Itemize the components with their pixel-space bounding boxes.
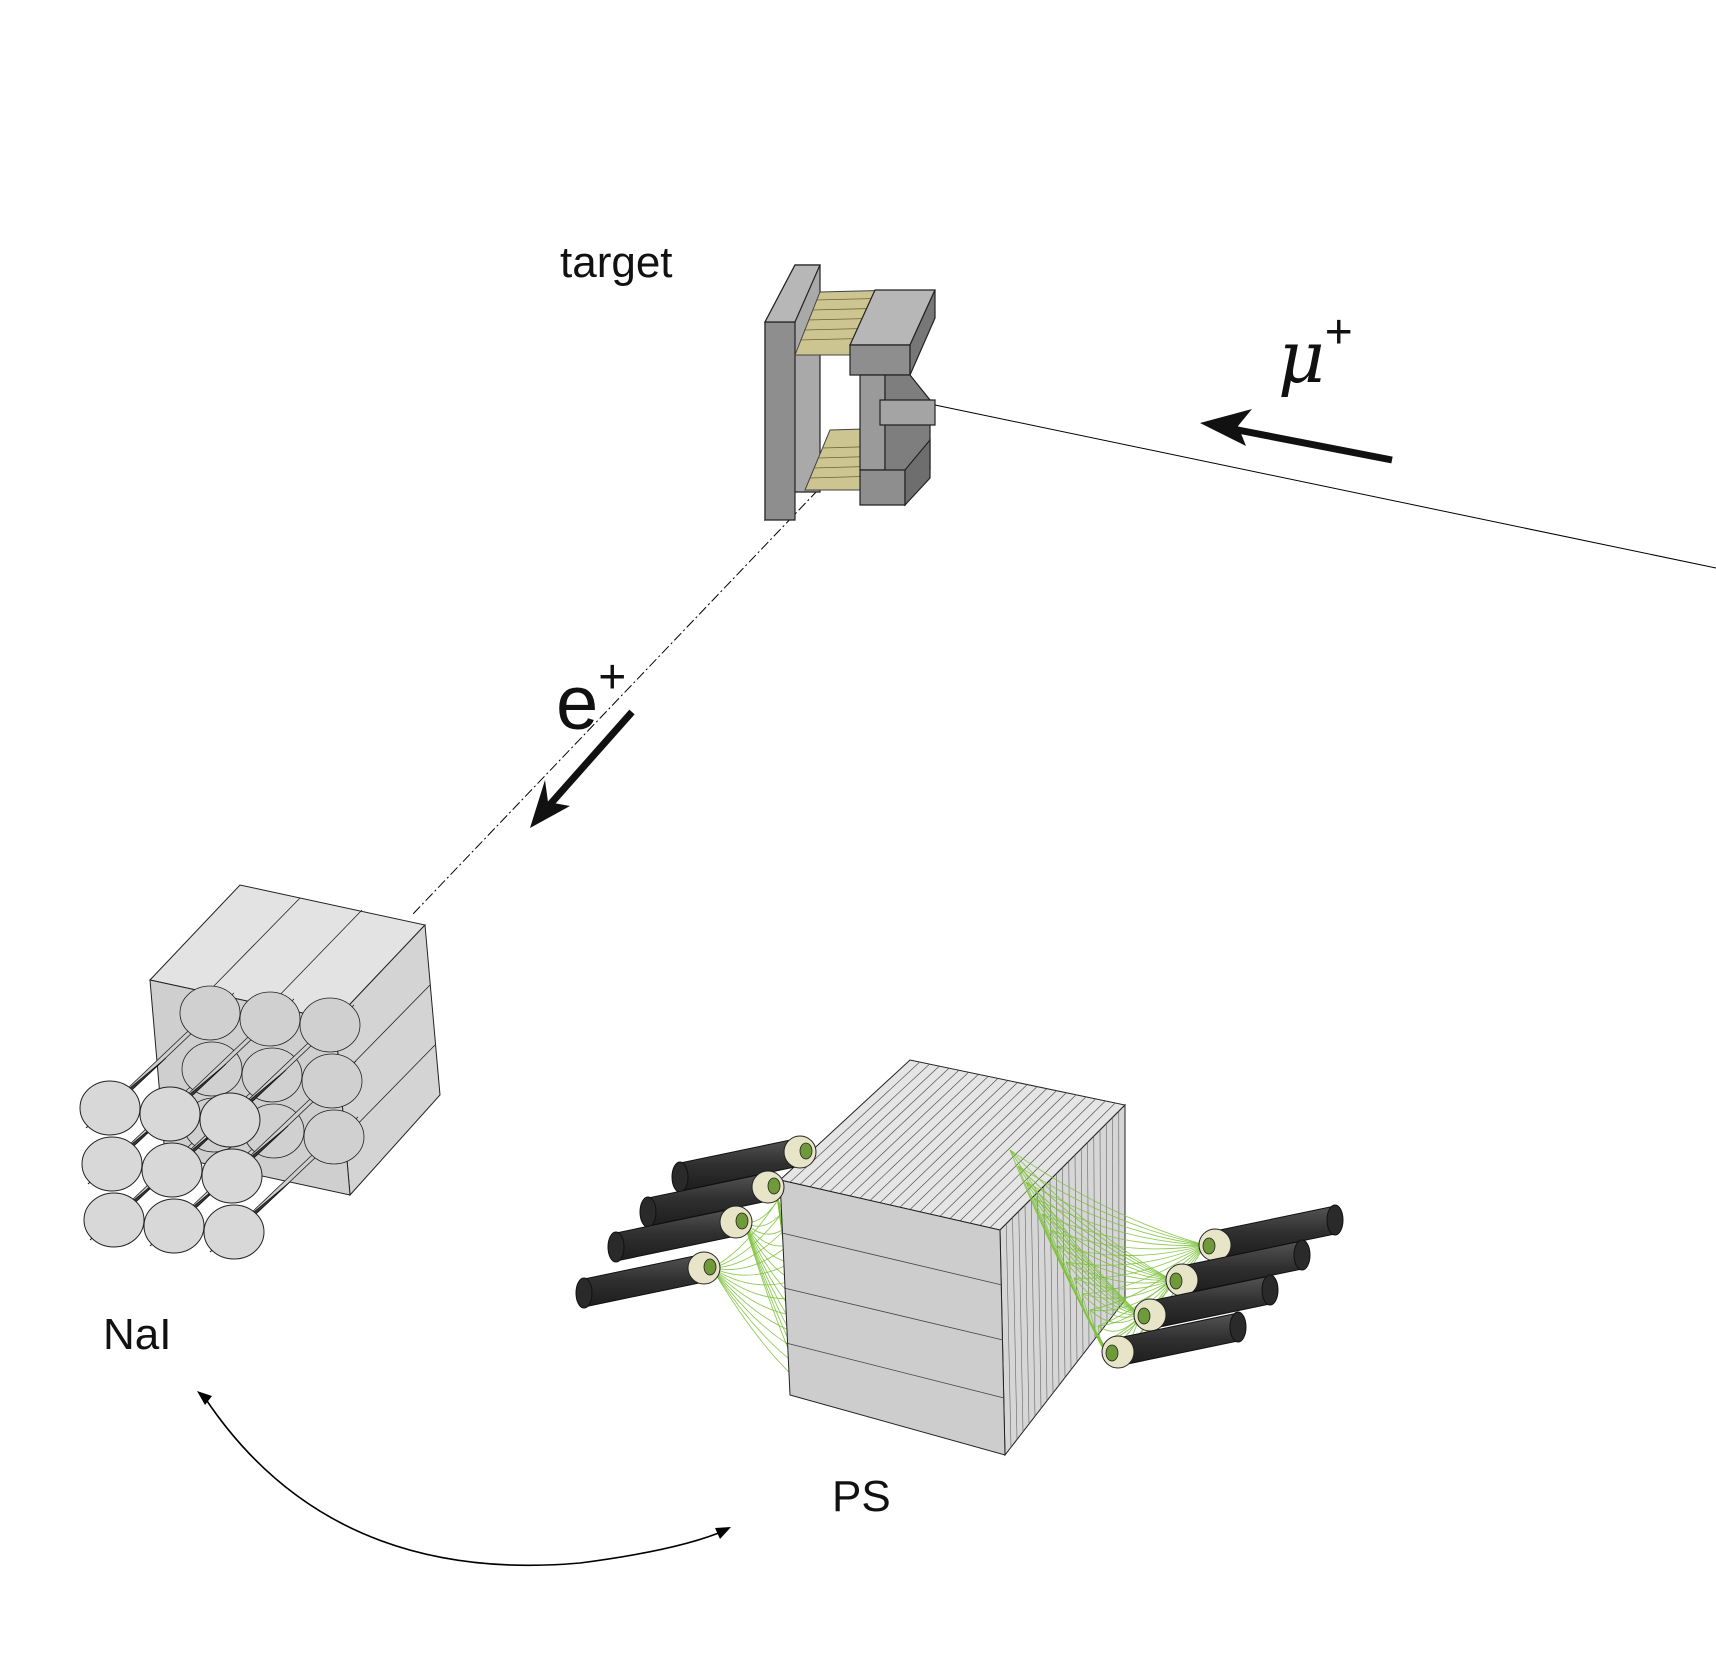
rotation-arrow-icon <box>197 1391 731 1567</box>
nai-crystal-cylinder <box>203 1109 365 1260</box>
nai-detector <box>79 884 441 1260</box>
ps-label: PS <box>832 1472 891 1521</box>
pmt-tube <box>671 1135 817 1193</box>
pmt-tube <box>1165 1239 1311 1297</box>
ps-detector <box>575 1059 1344 1457</box>
pmt-tube <box>1133 1274 1279 1332</box>
pmt-tube <box>1101 1311 1247 1369</box>
nai-crystal-cylinder <box>199 997 361 1148</box>
positron-symbol: e <box>556 661 599 746</box>
nai-label: NaI <box>103 1310 172 1359</box>
muon-charge: + <box>1324 306 1353 359</box>
nai-crystal-cylinder <box>201 1053 363 1204</box>
pmt-tube <box>1198 1204 1344 1262</box>
pmt-tube <box>607 1205 753 1263</box>
positron-label: e+ <box>556 651 626 747</box>
pmt-tube <box>575 1251 721 1309</box>
nai-crystal-cylinder <box>79 985 241 1136</box>
positron-path-line <box>411 489 819 916</box>
muon-symbol: μ <box>1278 315 1325 399</box>
target-label: target <box>560 238 673 287</box>
muon-label: μ+ <box>1278 306 1353 399</box>
muon-beam-arrow-icon <box>1200 409 1393 464</box>
nai-crystal-cylinder <box>139 991 301 1142</box>
pmt-tube <box>639 1170 785 1228</box>
target-assembly <box>764 264 936 522</box>
positron-charge: + <box>598 651 627 704</box>
muon-beam-line <box>934 404 1716 569</box>
positron-arrow-icon <box>530 709 635 828</box>
